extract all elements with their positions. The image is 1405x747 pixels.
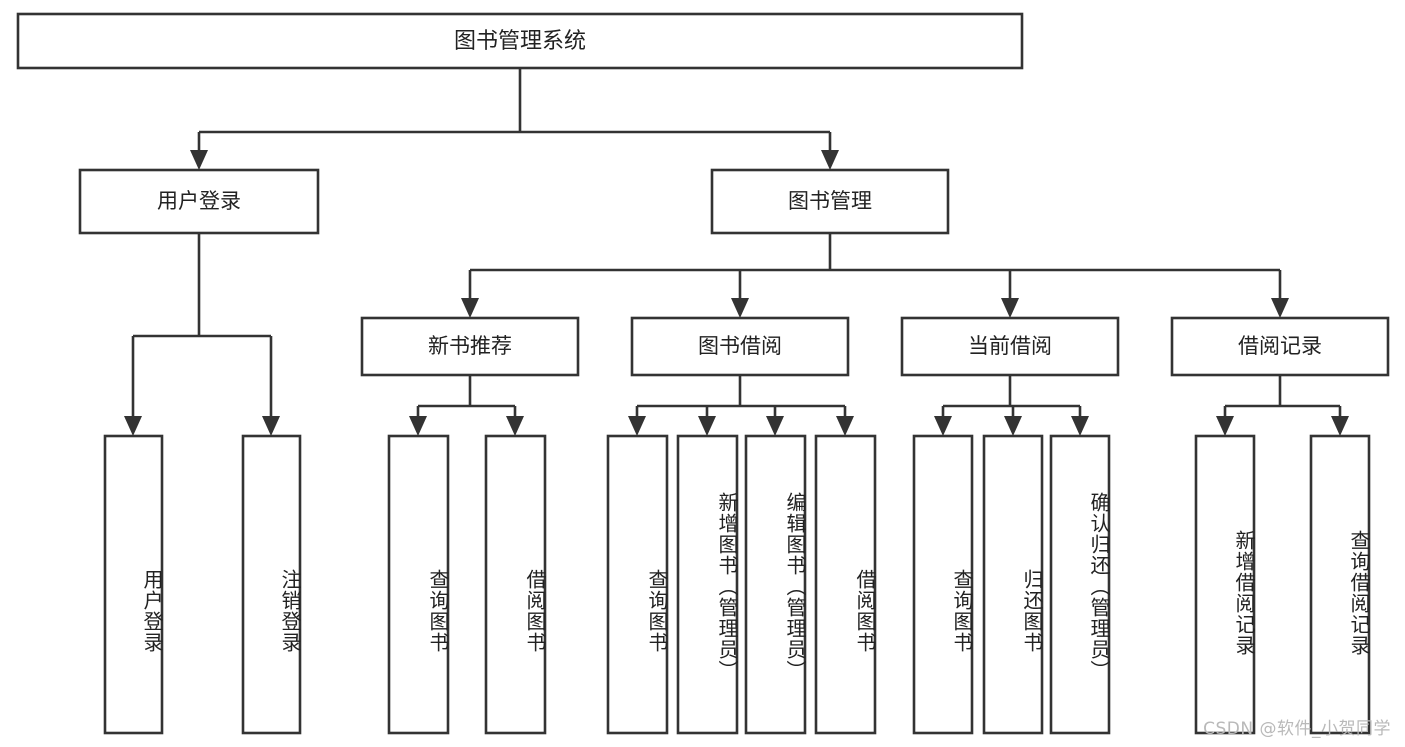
node-leaf-add-record[interactable] (1194, 434, 1256, 735)
node-book-borrow[interactable] (630, 316, 850, 377)
node-leaf-return-book[interactable] (982, 434, 1044, 735)
node-book-borrow-label: 图书借阅 (698, 334, 782, 358)
node-leaf-add-book[interactable] (676, 434, 739, 735)
node-current-borrow-label: 当前借阅 (968, 334, 1052, 358)
arrow-bm-to-borrow-record (1271, 298, 1289, 318)
node-leaf-confirm-return[interactable] (1049, 434, 1111, 735)
arrow-bb-leaf-2 (698, 416, 716, 436)
arrow-cb-leaf-3 (1071, 416, 1089, 436)
node-book-management[interactable] (710, 168, 950, 235)
arrow-root-to-user-login (190, 150, 208, 170)
node-leaf-borrow-book-1[interactable] (484, 434, 547, 735)
connector-layer (124, 68, 1349, 436)
arrow-bb-leaf-4 (836, 416, 854, 436)
node-book-management-label: 图书管理 (788, 189, 872, 213)
node-root-label: 图书管理系统 (454, 29, 586, 54)
node-leaf-query-book-2[interactable] (606, 434, 669, 735)
arrow-cb-leaf-2 (1004, 416, 1022, 436)
node-user-login[interactable] (78, 168, 320, 235)
arrow-bm-to-current-borrow (1001, 298, 1019, 318)
arrow-bm-to-book-borrow (731, 298, 749, 318)
arrow-br-leaf-2 (1331, 416, 1349, 436)
node-new-book-recommend-label: 新书推荐 (428, 334, 512, 358)
node-layer: 图书管理系统 用户登录 图书管理 新书推荐 图书借阅 当前借阅 借阅记录 (16, 12, 1390, 735)
arrow-cb-leaf-1 (934, 416, 952, 436)
node-leaf-edit-book[interactable] (744, 434, 807, 735)
arrow-bb-leaf-3 (766, 416, 784, 436)
arrow-nbr-leaf-2 (506, 416, 524, 436)
node-leaf-query-book-3[interactable] (912, 434, 974, 735)
arrow-bm-to-new-book-recommend (461, 298, 479, 318)
arrow-br-leaf-1 (1216, 416, 1234, 436)
node-leaf-borrow-book-2[interactable] (814, 434, 877, 735)
node-borrow-record[interactable] (1170, 316, 1390, 377)
arrow-nbr-leaf-1 (409, 416, 427, 436)
arrow-root-to-book-management (821, 150, 839, 170)
node-root[interactable] (16, 12, 1024, 70)
arrow-user-login-leaf-2 (262, 416, 280, 436)
node-current-borrow[interactable] (900, 316, 1120, 377)
node-leaf-user-login[interactable] (103, 434, 164, 735)
node-leaf-query-record[interactable] (1309, 434, 1371, 735)
arrow-bb-leaf-1 (628, 416, 646, 436)
watermark-text: CSDN @软件_小贺同学 (1203, 719, 1391, 739)
node-new-book-recommend[interactable] (360, 316, 580, 377)
node-leaf-query-book-1[interactable] (387, 434, 450, 735)
node-user-login-label: 用户登录 (157, 189, 241, 213)
arrow-user-login-leaf-1 (124, 416, 142, 436)
node-borrow-record-label: 借阅记录 (1238, 334, 1322, 358)
node-leaf-logout-login[interactable] (241, 434, 302, 735)
